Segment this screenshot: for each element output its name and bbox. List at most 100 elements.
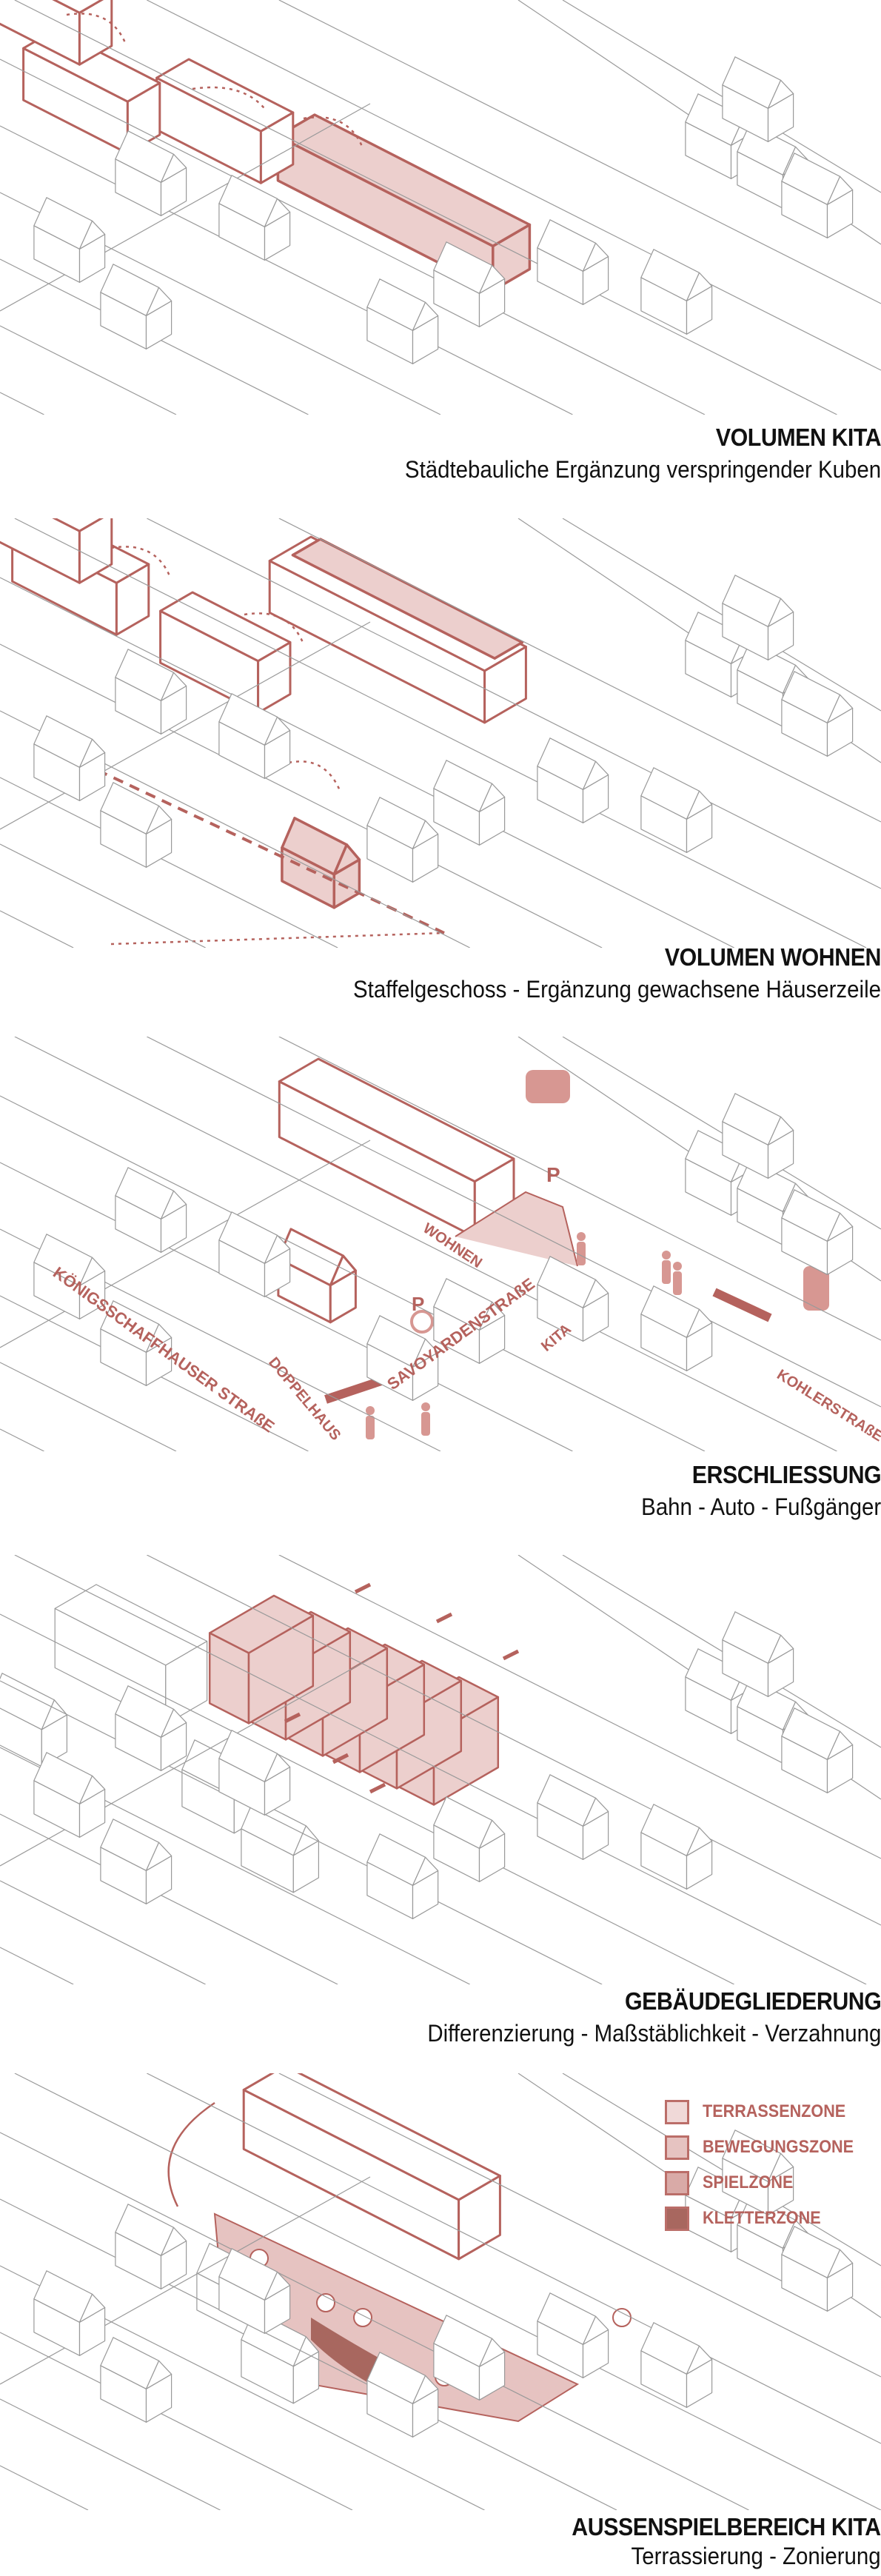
road-line [278, 1037, 881, 1341]
pedestrian-icon [577, 1232, 586, 1241]
panel-volumen-kita [0, 0, 881, 415]
parking-car-label: P [546, 1163, 560, 1186]
legend-swatch [665, 2099, 689, 2124]
context-house-gable [478, 264, 506, 294]
context-building-top [54, 1584, 208, 1666]
context-house-gable [686, 2345, 713, 2375]
context-house-gable [160, 672, 187, 701]
context-house-gable [264, 1753, 291, 1782]
context-house-gable [686, 272, 713, 301]
road-line [0, 621, 371, 830]
road-line [147, 2073, 881, 2444]
context-house-gable [145, 1323, 172, 1353]
context-house-gable [264, 198, 291, 227]
panel-volumen-wohnen [0, 518, 881, 948]
pedestrian-icon [662, 1260, 671, 1284]
context-house-gable [686, 790, 713, 820]
context-house-gable [582, 242, 609, 272]
axonometric-diagram-access: KÖNIGSSCHAFFHAUSER STRAßE SAVOYARDENSTRA… [0, 1037, 881, 1451]
context-house-gable [826, 1212, 854, 1242]
panel-title: VOLUMEN WOHNEN [664, 943, 881, 971]
car-icon [526, 1070, 570, 1103]
road-line [147, 1037, 881, 1408]
road-line [0, 577, 734, 948]
context-house-gable [264, 1234, 291, 1264]
road-line [0, 843, 206, 948]
context-house-gable [160, 1708, 187, 1738]
context-house-gable [767, 79, 794, 109]
context-house-gable [412, 820, 439, 849]
panel-title: GEBÄUDEGLIEDERUNG [624, 1987, 881, 2015]
legend-label: TERRASSENZONE [703, 2101, 846, 2121]
pedestrian-icon [421, 1412, 430, 1436]
arrow-icon [284, 1712, 301, 1724]
move-arrow [288, 760, 342, 793]
road-line [0, 1095, 706, 1451]
context-house-gable [582, 2315, 609, 2345]
pedestrian-icon [421, 1402, 430, 1411]
context-house-gable [160, 1190, 187, 1220]
road-line [0, 392, 44, 415]
arrow-icon [435, 1612, 453, 1624]
road-line [0, 1428, 44, 1451]
context-house-gable [767, 598, 794, 627]
building-segment-top [208, 1594, 315, 1654]
context-house-gable [412, 1856, 439, 1886]
legend-label: SPIELZONE [703, 2172, 794, 2192]
road-line [0, 1880, 206, 1984]
panel-erschliessung: KÖNIGSSCHAFFHAUSER STRAßE SAVOYARDENSTRA… [0, 1037, 881, 1451]
zone-legend: TERRASSENZONE BEWEGUNGSZONE SPIELZONE KL… [665, 2094, 871, 2236]
axonometric-diagram-housing-volume [0, 518, 881, 948]
road-line [0, 325, 177, 415]
caption-gebaeudegliederung: GEBÄUDEGLIEDERUNG Differenzierung - Maßs… [388, 1987, 881, 2047]
street-label-koenigsschaffhauser: KÖNIGSSCHAFFHAUSER STRAßE [50, 1263, 278, 1436]
caption-erschliessung: ERSCHLIESSUNG Bahn - Auto - Fußgänger [620, 1461, 881, 1521]
context-house-gable [582, 1797, 609, 1827]
context-house-gable [767, 1634, 794, 1664]
context-house-gable [686, 1827, 713, 1856]
context-house-gable [78, 1775, 106, 1804]
panel-title: VOLUMEN KITA [715, 424, 881, 451]
panel-subtitle: Bahn - Auto - Fußgänger [640, 1493, 881, 1520]
caption-aussenspielbereich: AUSSENSPIELBEREICH KITA Terrassierung - … [545, 2513, 881, 2570]
road-line [0, 1680, 603, 1984]
road-line [278, 2073, 881, 2378]
context-house-gable [145, 805, 172, 834]
pedestrian-icon [662, 1251, 671, 1259]
road-line [14, 2073, 881, 2510]
road-line [0, 2398, 221, 2510]
context-house-gable [478, 1819, 506, 1849]
context-house-gable [160, 2227, 187, 2256]
legend-label: KLETTERZONE [703, 2208, 821, 2228]
road-line [0, 777, 338, 948]
legend-swatch [665, 2135, 689, 2160]
entry-arrow [712, 1288, 772, 1322]
context-house-gable [826, 2249, 854, 2278]
panel-title: AUSSENSPIELBEREICH KITA [572, 2513, 881, 2540]
context-house-gable [78, 220, 106, 250]
pedestrian-icon [673, 1262, 682, 1271]
context-house-gable [478, 783, 506, 812]
caption-volumen-kita: VOLUMEN KITA Städtebauliche Ergänzung ve… [364, 424, 881, 484]
context-house-gable [41, 1699, 68, 1730]
cube-volume-top [159, 591, 292, 663]
tree-icon [316, 2293, 335, 2312]
entry-arrow [324, 1376, 383, 1404]
street-label-kohler: KOHLERSTRAßE [774, 1367, 881, 1445]
road-line [147, 0, 881, 371]
housing-volume-gable [332, 843, 361, 876]
context-house-gable [582, 760, 609, 790]
road-line [0, 1362, 177, 1451]
road-line [0, 1613, 734, 1984]
arrow-icon [354, 1582, 372, 1594]
context-house-gable [767, 2152, 794, 2182]
path-dashed-line [81, 761, 445, 934]
move-arrow [244, 612, 305, 645]
road-line [562, 1555, 881, 1748]
road-line [14, 1555, 867, 1984]
arrow-icon [332, 1753, 349, 1764]
context-house-gable [686, 1308, 713, 1338]
road-line [278, 1555, 881, 1859]
context-house-gable [478, 2338, 506, 2367]
road-line [0, 1162, 573, 1451]
